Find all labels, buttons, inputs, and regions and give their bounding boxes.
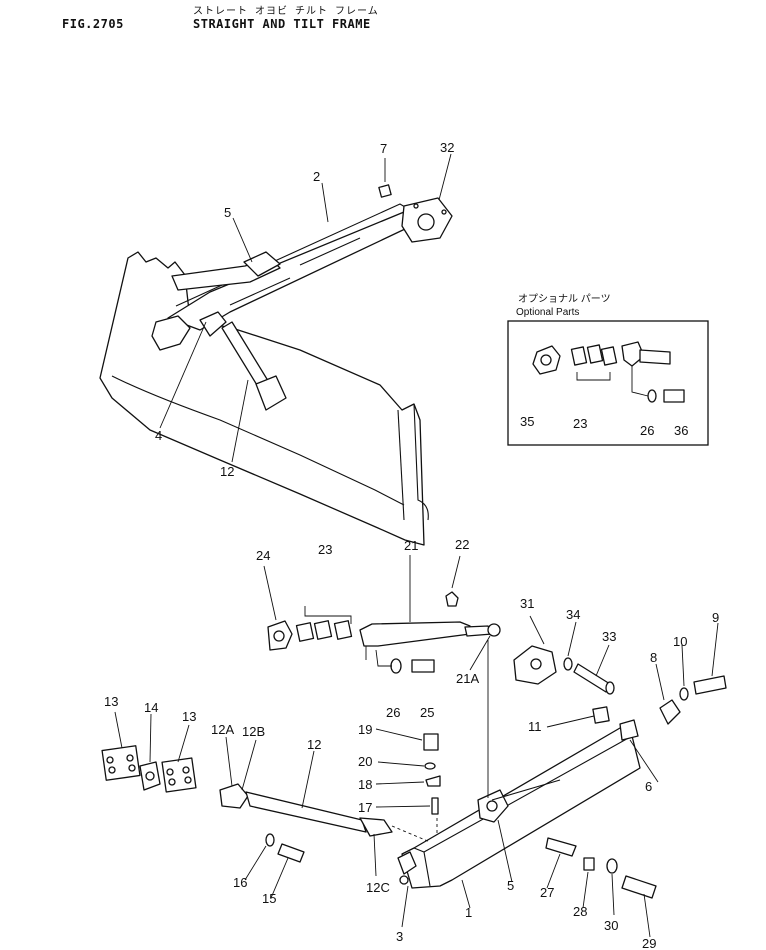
callout-3: 3 — [396, 929, 403, 944]
callout-18: 18 — [358, 777, 372, 792]
callout-16: 16 — [233, 875, 247, 890]
callout-5-upper: 5 — [224, 205, 231, 220]
callout-12-lower: 12 — [307, 737, 321, 752]
callout-19: 19 — [358, 722, 372, 737]
callout-24: 24 — [256, 548, 270, 563]
callout-21A: 21A — [456, 671, 479, 686]
figure-number: FIG.2705 — [62, 17, 124, 31]
callout-13-left: 13 — [104, 694, 118, 709]
callout-11: 11 — [528, 719, 542, 734]
callout-28: 28 — [573, 904, 587, 919]
callout-1: 1 — [465, 905, 472, 920]
callout-12A: 12A — [211, 722, 234, 737]
optional-title-kana: オプショナル パーツ — [518, 293, 611, 305]
callout-26-optional: 26 — [640, 423, 654, 438]
leader-lines — [114, 153, 719, 938]
title-kana: ストレート オヨビ チルト フレーム — [193, 6, 379, 17]
callout-20: 20 — [358, 754, 372, 769]
straight-frame — [167, 205, 425, 331]
callout-29: 29 — [642, 936, 656, 950]
callout-12B: 12B — [242, 724, 265, 739]
callout-25: 25 — [420, 705, 434, 720]
callout-12-upper: 12 — [220, 464, 234, 479]
callout-34: 34 — [566, 607, 580, 622]
callout-35: 35 — [520, 414, 534, 429]
optional-title: Optional Parts — [516, 307, 579, 318]
callout-9: 9 — [712, 610, 719, 625]
callout-10: 10 — [673, 634, 687, 649]
callout-6: 6 — [645, 779, 652, 794]
callout-4: 4 — [155, 428, 162, 443]
cylinder-assembly — [267, 591, 501, 842]
callout-7: 7 — [380, 141, 387, 156]
callout-26: 26 — [386, 705, 400, 720]
tilt-cylinder — [359, 621, 471, 647]
callout-36: 36 — [674, 423, 688, 438]
blade-assembly — [99, 184, 453, 546]
callout-14: 14 — [144, 700, 158, 715]
callout-8: 8 — [650, 650, 657, 665]
callout-30: 30 — [604, 918, 618, 933]
figure-title: STRAIGHT AND TILT FRAME — [193, 17, 371, 31]
callout-21: 21 — [404, 538, 418, 553]
brace-assembly — [101, 745, 431, 863]
trunnion-parts — [513, 645, 615, 695]
callout-5-lower: 5 — [507, 878, 514, 893]
callout-15: 15 — [262, 891, 276, 906]
callout-23-optional: 23 — [573, 416, 587, 431]
callout-31: 31 — [520, 596, 534, 611]
callout-32: 32 — [440, 140, 454, 155]
callout-13-right: 13 — [182, 709, 196, 724]
callout-22: 22 — [455, 537, 469, 552]
callout-33: 33 — [602, 629, 616, 644]
optional-parts-box: オプショナル パーツ Optional Parts — [507, 293, 709, 446]
callout-2: 2 — [313, 169, 320, 184]
callout-12C: 12C — [366, 880, 390, 895]
callout-23: 23 — [318, 542, 332, 557]
callout-17: 17 — [358, 800, 372, 815]
lower-frame — [397, 675, 727, 899]
callout-labels: 2 7 32 5 4 12 35 23 26 36 24 23 21 22 31… — [104, 140, 719, 950]
callout-27: 27 — [540, 885, 554, 900]
